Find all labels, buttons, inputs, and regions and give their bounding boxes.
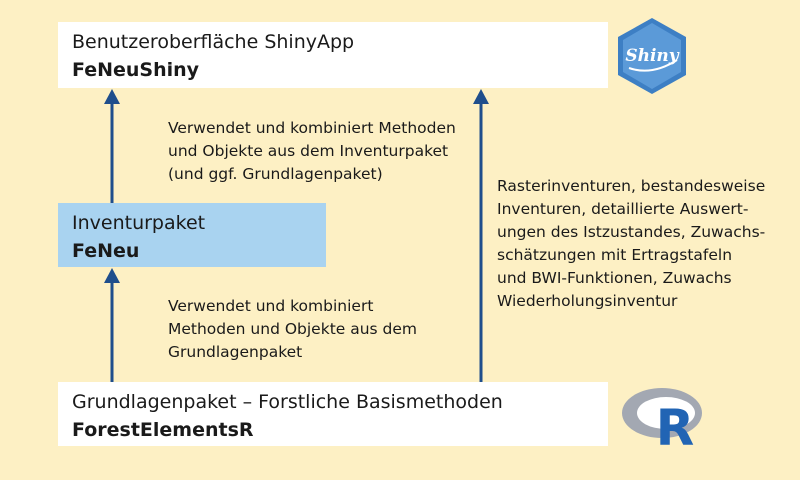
note-lower: Verwendet und kombiniert Methoden und Ob… xyxy=(168,295,417,364)
note-lower-line: Verwendet und kombiniert xyxy=(168,297,374,315)
note-upper: Verwendet und kombiniert Methoden und Ob… xyxy=(168,117,456,186)
r-logo: R xyxy=(622,388,702,449)
shiny-hex-logo: Shiny xyxy=(618,18,686,94)
note-right-line: Wiederholungsinventur xyxy=(497,292,678,310)
shiny-logo-text: Shiny xyxy=(625,46,679,66)
note-right-line: schätzungen mit Ertragstafeln xyxy=(497,246,733,264)
note-right: Rasterinventuren, bestandesweise Inventu… xyxy=(497,175,765,313)
box-inventurpaket: Inventurpaket FeNeu xyxy=(58,203,326,267)
arrow-bottom-to-middle xyxy=(104,268,120,382)
note-upper-line: Verwendet und kombiniert Methoden xyxy=(168,119,456,137)
note-right-line: Rasterinventuren, bestandesweise xyxy=(497,177,766,195)
note-upper-line: und Objekte aus dem Inventurpaket xyxy=(168,142,449,160)
note-lower-line: Methoden und Objekte aus dem xyxy=(168,320,418,338)
arrow-middle-to-top xyxy=(104,89,120,203)
note-right-line: und BWI-Funktionen, Zuwachs xyxy=(497,269,732,287)
note-upper-line: (und ggf. Grundlagenpaket) xyxy=(168,165,383,183)
box-shiny-app-name: FeNeuShiny xyxy=(72,59,200,81)
note-right-line: ungen des Istzustandes, Zuwachs- xyxy=(497,223,766,241)
r-logo-text: R xyxy=(656,399,695,449)
box-shiny-app: Benutzeroberfläche ShinyApp FeNeuShiny xyxy=(58,22,608,88)
box-inventurpaket-title: Inventurpaket xyxy=(72,212,206,234)
note-right-line: Inventuren, detaillierte Auswert- xyxy=(497,200,749,218)
box-grundlagenpaket: Grundlagenpaket – Forstliche Basismethod… xyxy=(58,382,608,446)
arrow-bottom-to-top xyxy=(473,89,489,382)
box-grundlagenpaket-name: ForestElementsR xyxy=(72,419,254,441)
box-grundlagenpaket-title: Grundlagenpaket – Forstliche Basismethod… xyxy=(72,391,503,413)
box-inventurpaket-name: FeNeu xyxy=(72,240,140,262)
box-shiny-app-title: Benutzeroberfläche ShinyApp xyxy=(72,31,355,53)
note-lower-line: Grundlagenpaket xyxy=(168,343,303,361)
